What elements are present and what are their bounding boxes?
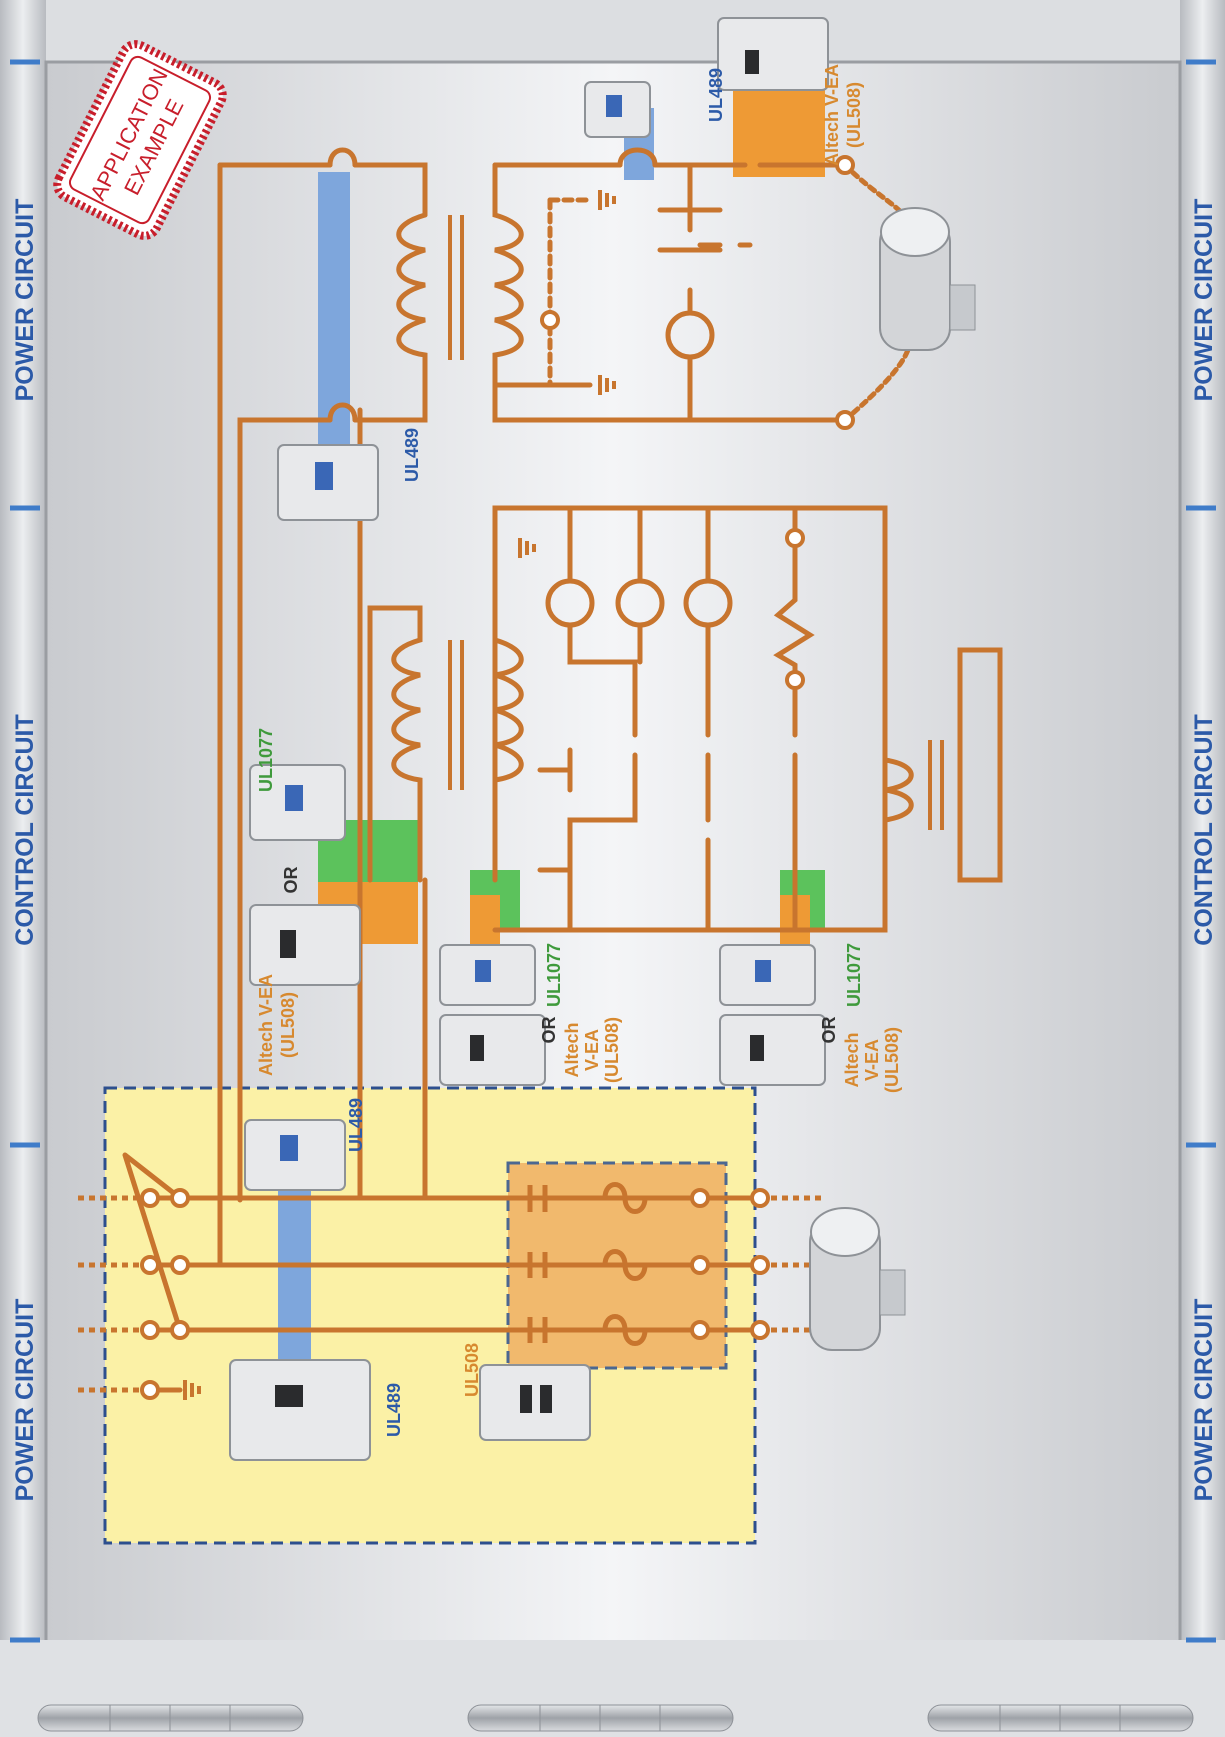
label-ul508-power: UL508	[462, 1343, 482, 1397]
device-levers	[280, 95, 771, 1161]
transformer-cores	[448, 215, 944, 830]
side-label-right-middle: CONTROL CIRCUIT	[1190, 714, 1218, 945]
side-label-left-bottom: POWER CIRCUIT	[11, 1299, 39, 1502]
breaker-ul489-main	[229, 1359, 371, 1461]
motor-top	[879, 207, 976, 351]
label-ul489-top: UL489	[402, 428, 422, 482]
label-ul1077-left: UL1077	[256, 728, 276, 792]
label-or-center: OR	[539, 1016, 559, 1043]
altech-vea-center	[439, 1014, 546, 1086]
left-rail	[0, 0, 46, 1640]
altech-vea-upper	[717, 17, 829, 91]
altech-vea-right	[719, 1014, 826, 1086]
label-altech-right-2: V-EA	[862, 1039, 882, 1081]
label-altech-left-2: (UL508)	[278, 992, 298, 1058]
relay-coils	[545, 310, 733, 628]
label-altech-upper-2: (UL508)	[844, 82, 864, 148]
side-label-left-top: POWER CIRCUIT	[11, 199, 39, 402]
label-ul1077-center: UL1077	[544, 943, 564, 1007]
right-rail	[1180, 0, 1225, 1640]
ground-symbols	[183, 190, 616, 1400]
terminals	[140, 155, 855, 1400]
rail-ticks	[10, 59, 1216, 1643]
devices	[229, 17, 829, 1461]
incoming-lines	[78, 1195, 825, 1393]
label-altech-upper-1: Altech V-EA	[822, 64, 842, 166]
label-altech-right-1: Altech	[842, 1032, 862, 1087]
label-ul489-upper: UL489	[706, 68, 726, 122]
side-label-left-middle: CONTROL CIRCUIT	[11, 714, 39, 945]
label-ul1077-right: UL1077	[844, 943, 864, 1007]
side-label-right-bottom: POWER CIRCUIT	[1190, 1299, 1218, 1502]
device-switches	[275, 50, 764, 1413]
motor-bottom	[809, 1207, 906, 1351]
label-altech-left-1: Altech V-EA	[256, 974, 276, 1076]
label-altech-center-3: (UL508)	[602, 1017, 622, 1083]
label-altech-right-3: (UL508)	[882, 1027, 902, 1093]
device-labels: UL489 UL489 Altech V-EA (UL508) UL1077 O…	[256, 64, 902, 1437]
hinge-right	[927, 1704, 1194, 1732]
label-altech-center-1: Altech	[562, 1022, 582, 1077]
label-altech-center-2: V-EA	[582, 1029, 602, 1071]
hinge-center	[467, 1704, 734, 1732]
contactor-ul508	[479, 1364, 591, 1441]
label-or-right: OR	[819, 1016, 839, 1043]
starter-symbols	[527, 1182, 648, 1346]
label-ul489-power: UL489	[346, 1098, 366, 1152]
side-label-right-top: POWER CIRCUIT	[1190, 199, 1218, 402]
label-or-left: OR	[281, 866, 301, 893]
altech-vea-left	[249, 904, 361, 986]
hinge-left	[37, 1704, 304, 1732]
side-labels: POWER CIRCUIT CONTROL CIRCUIT POWER CIRC…	[11, 199, 1218, 1502]
label-ul489-main: UL489	[384, 1383, 404, 1437]
